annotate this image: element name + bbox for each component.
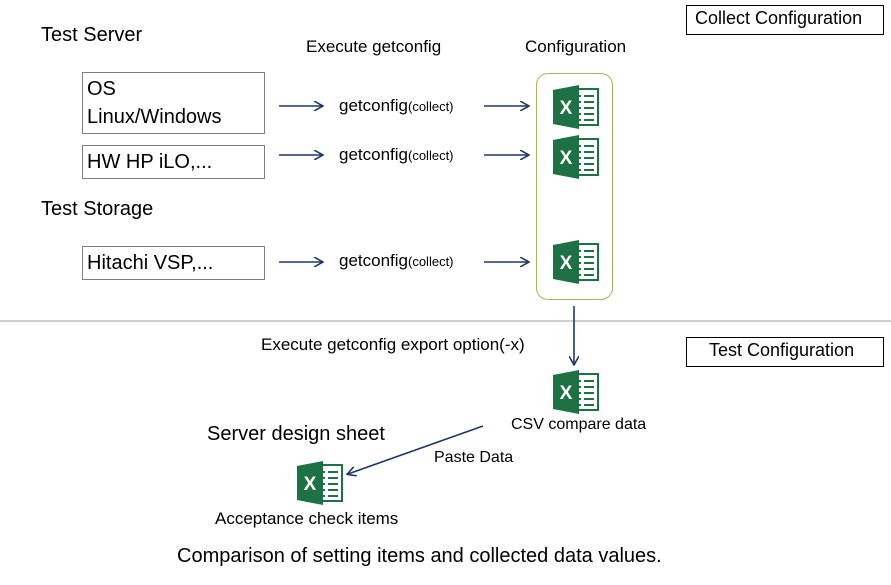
server-design-sheet-label: Server design sheet bbox=[207, 423, 385, 445]
configuration-panel bbox=[536, 73, 613, 300]
configuration-heading: Configuration bbox=[525, 37, 627, 56]
excel-icon: X bbox=[553, 240, 599, 284]
svg-text:X: X bbox=[560, 148, 573, 169]
excel-icon: X bbox=[297, 461, 343, 505]
excel-icon: X bbox=[553, 370, 599, 414]
execute-getconfig-heading: Execute getconfig bbox=[306, 37, 442, 56]
arrow-csv-to-design-sheet bbox=[348, 425, 484, 474]
source-box-os: OS Linux/Windows bbox=[82, 72, 265, 134]
execute-export-label: Execute getconfig export option(-x) bbox=[261, 335, 525, 354]
getconfig-label-2: getconfig(collect) bbox=[339, 145, 454, 165]
svg-text:X: X bbox=[560, 383, 573, 404]
test-server-heading: Test Server bbox=[41, 24, 143, 46]
csv-compare-data-label: CSV compare data bbox=[511, 416, 647, 433]
source-hw-line1: HW HP iLO,... bbox=[87, 151, 213, 173]
paste-data-label: Paste Data bbox=[434, 449, 514, 466]
collect-configuration-label: Collect Configuration bbox=[686, 5, 884, 35]
source-os-line2: Linux/Windows bbox=[87, 106, 222, 128]
svg-text:X: X bbox=[304, 474, 317, 495]
getconfig-label-1: getconfig(collect) bbox=[339, 96, 454, 116]
source-box-storage: Hitachi VSP,... bbox=[82, 246, 265, 280]
excel-icon: X bbox=[553, 135, 599, 179]
getconfig-arg: (collect) bbox=[408, 254, 454, 269]
getconfig-cmd: getconfig bbox=[339, 96, 408, 115]
source-storage-line1: Hitachi VSP,... bbox=[87, 252, 214, 274]
getconfig-cmd: getconfig bbox=[339, 251, 408, 270]
footer-caption: Comparison of setting items and collecte… bbox=[177, 545, 662, 567]
acceptance-check-items-label: Acceptance check items bbox=[215, 509, 399, 528]
excel-icon: X bbox=[553, 85, 599, 129]
svg-text:X: X bbox=[560, 253, 573, 274]
test-configuration-label: Test Configuration bbox=[686, 337, 884, 367]
test-storage-heading: Test Storage bbox=[41, 198, 154, 220]
getconfig-arg: (collect) bbox=[408, 99, 454, 114]
source-os-line1: OS bbox=[87, 78, 116, 100]
getconfig-label-3: getconfig(collect) bbox=[339, 251, 454, 271]
svg-text:X: X bbox=[560, 98, 573, 119]
getconfig-arg: (collect) bbox=[408, 148, 454, 163]
getconfig-cmd: getconfig bbox=[339, 145, 408, 164]
source-box-hw: HW HP iLO,... bbox=[82, 145, 265, 179]
